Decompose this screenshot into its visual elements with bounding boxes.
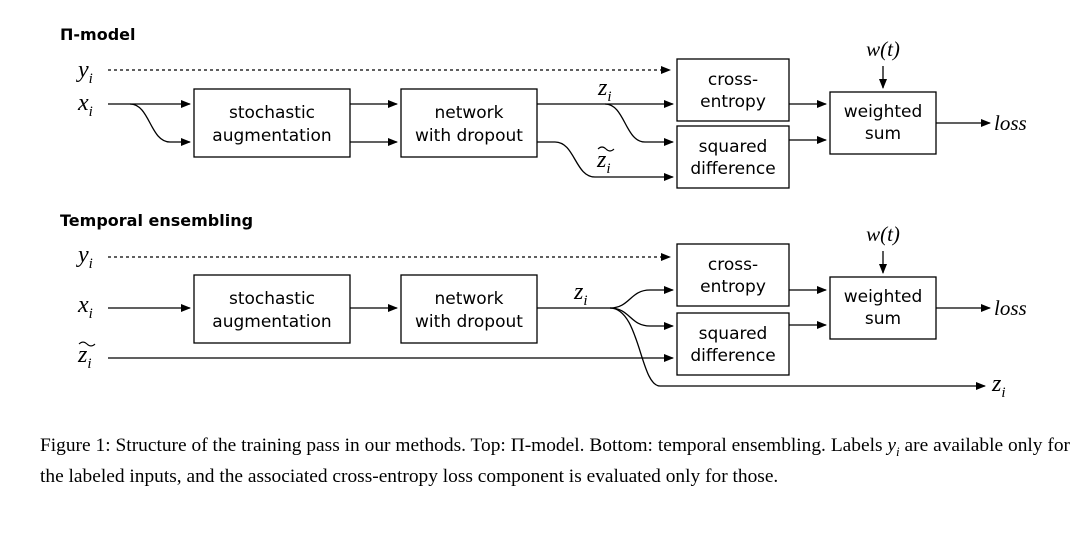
svg-text:stochastic: stochastic [229,289,315,309]
svg-text:sum: sum [865,309,901,329]
bottom-augmentation-box: stochastic augmentation [193,274,351,344]
svg-text:difference: difference [690,346,775,366]
top-cross-entropy-box: cross- entropy [676,58,790,122]
svg-text:squared: squared [699,137,768,157]
top-x-to-augmentation-arrow-2 [129,103,191,146]
top-weighted-sum-box: weighted sum [829,91,937,155]
bottom-loss-label: loss [994,296,1027,320]
top-augmentation-box: stochastic augmentation [193,88,351,158]
top-network-box: network with dropout [400,88,538,158]
svg-text:stochastic: stochastic [229,103,315,123]
bottom-squared-difference-box: squared difference [676,312,790,376]
bottom-z-output-arrow [609,307,986,390]
top-squared-difference-box: squared difference [676,125,790,189]
top-weight-label: w(t) [866,37,900,61]
top-ztilde-to-squared-arrow [537,141,674,181]
svg-text:weighted: weighted [844,287,923,307]
bottom-z-output-label: zi [991,371,1006,401]
svg-text:cross-: cross- [708,70,758,90]
caption-y-symbol: yi [887,435,900,459]
caption-part-1: Figure 1: Structure of the training pass… [40,435,888,456]
svg-text:augmentation: augmentation [212,126,331,146]
svg-text:difference: difference [690,159,775,179]
svg-text:zi: zi [77,342,92,372]
svg-text:entropy: entropy [700,277,766,297]
svg-text:with dropout: with dropout [415,126,523,146]
caption-part-2: are available only for the labeled input… [40,435,1070,487]
top-loss-label: loss [994,111,1027,135]
svg-text:entropy: entropy [700,92,766,112]
svg-text:weighted: weighted [844,102,923,122]
top-z-label: zi [597,75,612,105]
svg-text:zi: zi [596,147,611,177]
top-x-input-label: xi [77,90,93,120]
pi-model-title: Π-model [60,25,135,44]
training-pass-diagram: Π-model yi xi stochastic augmentation ne… [60,25,1027,401]
bottom-z-tilde-input-label: zi [77,341,96,372]
top-y-input-label: yi [76,57,93,87]
bottom-weight-label: w(t) [866,222,900,246]
svg-text:network: network [434,289,503,309]
bottom-weighted-sum-box: weighted sum [829,276,937,340]
svg-text:sum: sum [865,124,901,144]
svg-text:with dropout: with dropout [415,312,523,332]
svg-text:augmentation: augmentation [212,312,331,332]
bottom-x-input-label: xi [77,292,93,322]
top-z-tilde-label: zi [596,146,615,177]
temporal-ensembling-title: Temporal ensembling [60,211,253,230]
bottom-z-to-cross-entropy-arrow [537,286,674,309]
svg-text:squared: squared [699,324,768,344]
bottom-z-label: zi [573,279,588,309]
svg-text:cross-: cross- [708,255,758,275]
bottom-cross-entropy-box: cross- entropy [676,243,790,307]
bottom-y-input-label: yi [76,242,93,272]
svg-text:network: network [434,103,503,123]
bottom-network-box: network with dropout [400,274,538,344]
top-z-to-squared-arrow [604,103,674,146]
figure-caption: Figure 1: Structure of the training pass… [40,433,1070,489]
